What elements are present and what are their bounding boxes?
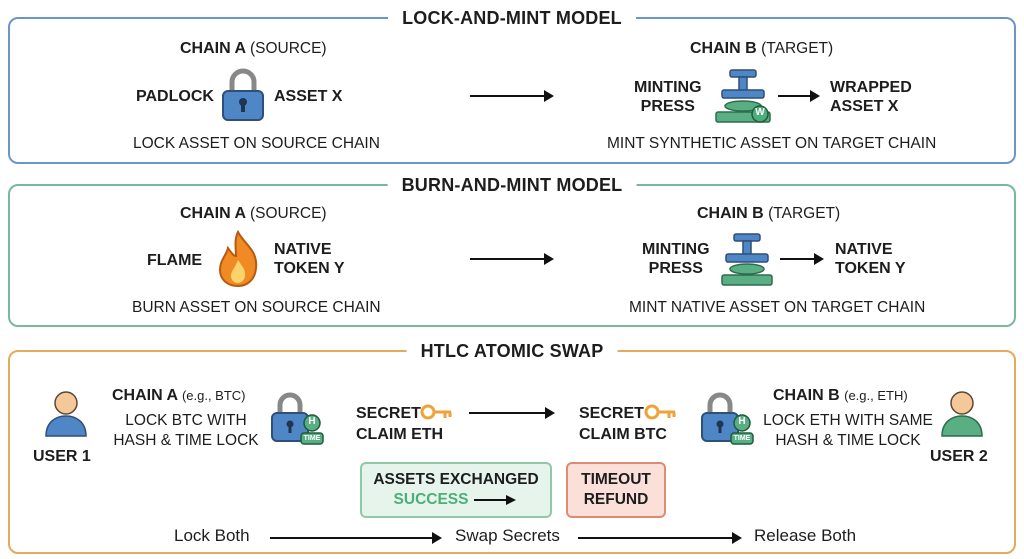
step-lock-both: Lock Both xyxy=(174,526,250,545)
htlc-title: HTLC ATOMIC SWAP xyxy=(406,341,618,362)
lock-and-mint-title: LOCK-AND-MINT MODEL xyxy=(388,8,636,29)
step-swap-secrets: Swap Secrets xyxy=(455,526,560,545)
target-chain-heading: CHAIN B (TARGET) xyxy=(690,40,834,57)
padlock-label: PADLOCK xyxy=(136,88,214,105)
burn-mint-arrow xyxy=(470,253,554,265)
asset-x-label: ASSET X xyxy=(274,88,343,105)
success-arrow xyxy=(474,495,517,505)
htlc-lock-b-icon xyxy=(701,392,754,445)
secret-claim-eth: SECRET CLAIM ETH xyxy=(356,405,444,443)
htlc-chain-a-heading: CHAIN A (e.g., BTC) xyxy=(112,387,246,404)
native-token-output-label: NATIVE TOKEN Y xyxy=(835,241,906,277)
wrapped-badge: W xyxy=(755,107,765,118)
flame-icon xyxy=(218,229,258,288)
assets-exchanged-box: ASSETS EXCHANGED SUCCESS xyxy=(360,462,552,518)
lock-b-hash-badge: H xyxy=(738,416,746,427)
step-release-both: Release Both xyxy=(754,526,857,545)
htlc-chain-a-desc: LOCK BTC WITH HASH & TIME LOCK xyxy=(113,412,259,449)
minting-press-icon xyxy=(715,69,771,123)
user-2-label: USER 2 xyxy=(930,448,988,465)
htlc-chain-b-desc: LOCK ETH WITH SAME HASH & TIME LOCK xyxy=(763,412,933,449)
wrapped-asset-label: WRAPPED ASSET X xyxy=(830,79,912,115)
burn-minting-press-icon xyxy=(721,233,773,286)
burn-target-caption: MINT NATIVE ASSET ON TARGET CHAIN xyxy=(629,299,926,316)
mint-target-caption: MINT SYNTHETIC ASSET ON TARGET CHAIN xyxy=(607,135,937,152)
native-token-y-label: NATIVE TOKEN Y xyxy=(274,241,345,277)
htlc-panel xyxy=(8,350,1016,554)
burn-target-chain-heading: CHAIN B (TARGET) xyxy=(697,205,841,222)
htlc-chain-b-heading: CHAIN B (e.g., ETH) xyxy=(773,387,908,404)
burn-minting-press-label: MINTING PRESS xyxy=(642,241,710,277)
lock-a-hash-badge: H xyxy=(308,416,316,427)
success-label: SUCCESS xyxy=(393,491,469,508)
step-arrow-2 xyxy=(578,532,742,544)
timeout-refund-box: TIMEOUT REFUND xyxy=(566,462,666,518)
burn-source-chain-heading: CHAIN A (SOURCE) xyxy=(180,205,327,222)
source-chain-heading: CHAIN A (SOURCE) xyxy=(180,40,327,57)
lock-a-time-badge: TIME xyxy=(303,435,321,442)
press-output-arrow xyxy=(778,90,820,102)
secret-swap-arrow xyxy=(469,407,555,419)
padlock-icon xyxy=(222,68,264,121)
step-arrow-1 xyxy=(270,532,442,544)
user-1-avatar-icon xyxy=(45,391,87,437)
htlc-lock-a-icon xyxy=(271,392,324,445)
user-1-label: USER 1 xyxy=(33,448,91,465)
lock-mint-arrow xyxy=(470,90,554,102)
secret-claim-btc: SECRET CLAIM BTC xyxy=(579,405,667,443)
user-2-avatar-icon xyxy=(941,391,983,437)
burn-press-output-arrow xyxy=(780,253,824,265)
minting-press-label: MINTING PRESS xyxy=(634,79,702,115)
key-icon xyxy=(420,404,452,420)
flame-label: FLAME xyxy=(147,252,203,269)
burn-source-caption: BURN ASSET ON SOURCE CHAIN xyxy=(132,299,381,316)
key-icon xyxy=(644,404,676,420)
burn-and-mint-title: BURN-AND-MINT MODEL xyxy=(387,175,637,196)
lock-b-time-badge: TIME xyxy=(733,435,751,442)
lock-source-caption: LOCK ASSET ON SOURCE CHAIN xyxy=(133,135,380,152)
